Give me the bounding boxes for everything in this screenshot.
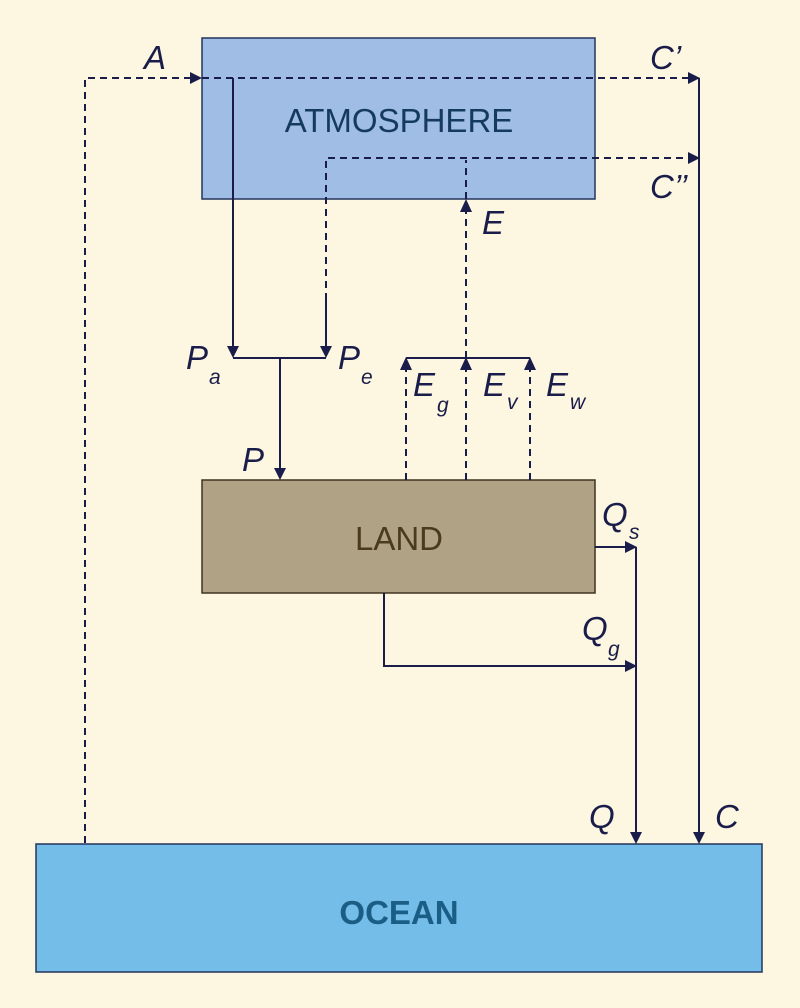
flow-P [274,358,286,480]
ocean-label: OCEAN [339,894,458,931]
label-Ew-sub: w [570,391,587,414]
atmosphere-box [201,37,596,200]
label-C: C [715,798,740,835]
label-Qs-main: Q [602,496,628,533]
flow-Eg [400,357,412,480]
label-Pe: P [338,339,360,376]
label-Eg-sub: g [437,394,449,417]
label-Ev-sub: v [507,391,519,414]
label-Ev: E [483,366,506,403]
label-Qg-sub: g [608,638,620,661]
flow-Ew [524,357,536,480]
label-Qs-sub: s [629,521,640,544]
flow-C [693,78,705,844]
label-Qs: Q [602,496,628,533]
land-label: LAND [355,520,443,557]
label-Ew: E [546,366,569,403]
label-Ew-main: E [546,366,569,403]
flow-A [84,72,202,843]
ocean-box [35,843,763,973]
flow-C-prime [202,72,700,84]
label-Pa-main: P [186,339,208,376]
label-Pa-sub: a [209,366,221,389]
flow-Q [630,547,642,844]
label-Eg-main: E [413,366,436,403]
label-Pe-sub: e [361,366,373,389]
label-C-prime: C’ [650,39,682,76]
flow-C-double-prime [325,152,700,300]
label-C-double-prime: C’’ [650,168,688,205]
label-Eg: E [413,366,436,403]
label-A: A [142,39,166,76]
flow-Qg [383,593,637,672]
label-Qg-main: Q [582,610,608,647]
flow-E [460,199,472,358]
label-Ev-main: E [483,366,506,403]
label-E: E [482,204,505,241]
label-Qg: Q [582,610,608,647]
land-box [201,479,596,594]
label-Pe-main: P [338,339,360,376]
label-P: P [242,441,264,478]
flow-Ev [460,357,472,480]
atmosphere-label: ATMOSPHERE [285,102,514,139]
flow-Qs [595,541,637,553]
label-Q: Q [589,798,615,835]
flow-Pa [227,78,239,358]
label-Pa: P [186,339,208,376]
flow-Pe [320,300,332,358]
